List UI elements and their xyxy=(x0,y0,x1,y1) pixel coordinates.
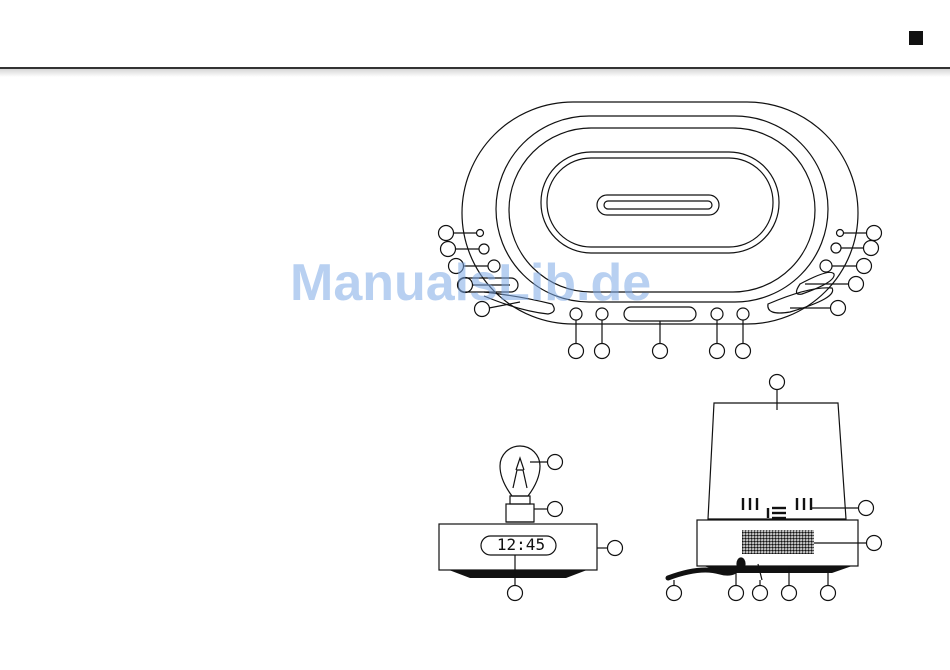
dock-cradle-inner xyxy=(547,158,773,247)
callout-jack xyxy=(753,586,768,601)
bulb-base xyxy=(510,496,530,504)
right-button-2 xyxy=(820,260,832,272)
callout-b3 xyxy=(653,344,668,359)
light-bulb xyxy=(500,446,540,496)
callout-body xyxy=(608,541,623,556)
callout-cover xyxy=(770,375,785,390)
clock-side-view xyxy=(667,375,882,601)
dock-connector-outer xyxy=(597,195,719,215)
right-led-1 xyxy=(837,230,844,237)
callout-r4 xyxy=(849,277,864,292)
clock-time-display: 12:45 xyxy=(496,535,546,555)
callout-speaker xyxy=(867,536,882,551)
callout-b5 xyxy=(736,344,751,359)
callout-display xyxy=(508,586,523,601)
lamp-socket xyxy=(506,504,534,522)
left-led-1 xyxy=(477,230,484,237)
clock-front-view xyxy=(439,446,623,601)
callout-b2 xyxy=(595,344,610,359)
right-slot-1 xyxy=(796,272,834,294)
right-button-1 xyxy=(831,243,841,253)
dock-cradle-outer xyxy=(541,152,779,253)
callout-base xyxy=(782,586,797,601)
dock-top-view xyxy=(439,102,882,359)
callout-l1 xyxy=(439,226,454,241)
callout-r3 xyxy=(857,259,872,274)
front-button-4 xyxy=(737,308,749,320)
callout-b1 xyxy=(569,344,584,359)
front-button-3 xyxy=(711,308,723,320)
clock-base-shadow xyxy=(449,570,587,578)
side-cover xyxy=(708,403,846,519)
watermark-text: ManualsLib.de xyxy=(290,253,651,313)
callout-b4 xyxy=(710,344,725,359)
callout-plug xyxy=(729,586,744,601)
callout-r5 xyxy=(831,301,846,316)
callout-socket xyxy=(548,502,563,517)
dock-connector-inner xyxy=(604,201,712,209)
callout-vents xyxy=(859,501,874,516)
callout-bulb xyxy=(548,455,563,470)
callout-r1 xyxy=(867,226,882,241)
callout-r2 xyxy=(864,241,879,256)
speaker-grille xyxy=(742,530,814,554)
callout-foot xyxy=(821,586,836,601)
callout-cable xyxy=(667,586,682,601)
